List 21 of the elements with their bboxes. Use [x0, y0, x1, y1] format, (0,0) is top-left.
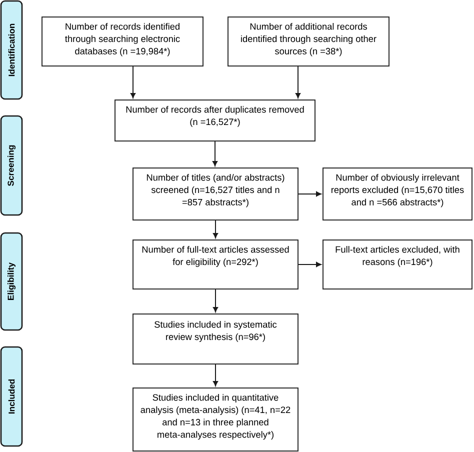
process-box: Number of full-text articles assessed for eligibility (n=292*): [132, 239, 298, 290]
process-box: Number of titles (and/or abstracts) screened (n=16,527 titles and n =857 abstracts*): [132, 167, 298, 220]
process-box: Number of records after duplicates removed (n =16,527*): [114, 99, 316, 142]
arrow: [212, 288, 218, 312]
stage-band: Identification: [0, 0, 23, 100]
arrow: [295, 66, 301, 98]
process-box: Number of obviously irrelevant reports excluded (n=15,670 titles and n =566 abstracts*): [322, 167, 472, 220]
stage-band: Eligibility: [0, 232, 23, 331]
stage-band: Screening: [0, 115, 23, 216]
stage-band: Included: [0, 346, 23, 447]
process-box: Number of additional records identified through searching other sources (n =38*): [228, 16, 390, 66]
arrow: [212, 220, 218, 238]
arrow: [130, 66, 136, 98]
process-box: Full-text articles excluded, with reasons (n=196*): [322, 239, 472, 290]
process-box: Studies included in quantitative analysis (meta-analysis) (n=41, n=22 and n=13 in three planned meta-analyses respectively*): [132, 387, 298, 452]
arrow: [298, 191, 322, 197]
process-box: Studies included in systematic review synthesis (n=96*): [132, 313, 298, 364]
process-box: Number of records identified through searching electronic databases (n =19,984*): [42, 16, 204, 66]
arrow: [212, 140, 218, 166]
arrow: [298, 262, 322, 267]
arrow: [212, 364, 218, 386]
